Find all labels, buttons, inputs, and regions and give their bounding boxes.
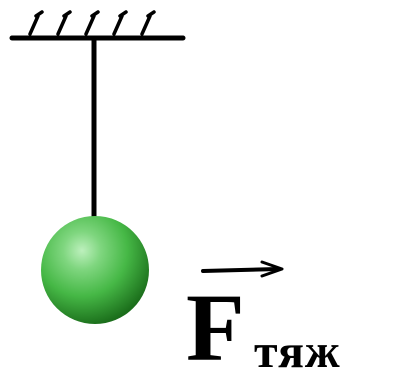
- force-symbol: F: [186, 274, 245, 381]
- ceiling-support: [9, 10, 186, 41]
- gravity-force-label: F тяж: [186, 270, 406, 382]
- force-arrow-icon: [201, 260, 284, 278]
- ball: [41, 216, 149, 324]
- hatch-marks: [28, 10, 156, 36]
- force-subscript: тяж: [254, 325, 341, 378]
